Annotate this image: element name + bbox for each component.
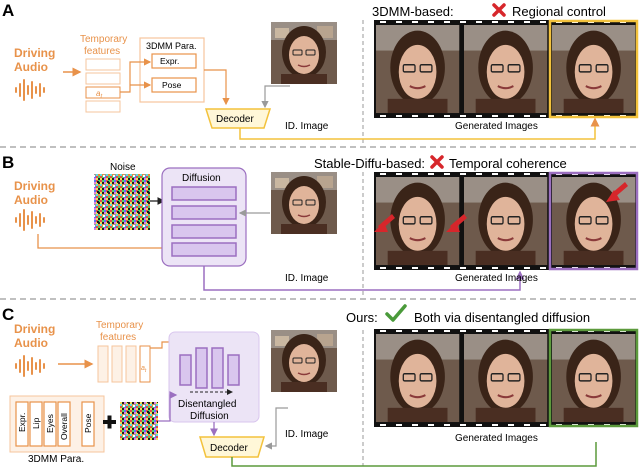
param-lip-label: Lip (31, 417, 41, 429)
highlight-frame (548, 171, 639, 271)
id-caption: ID. Image (285, 273, 329, 284)
temporary-features-label: Temporary (96, 320, 143, 331)
generated-frame-2 (462, 23, 549, 115)
feature-token: at (96, 89, 102, 100)
generated-frame-1 (374, 23, 461, 115)
artifact-arrow-icon (374, 182, 628, 232)
heading-method: Stable-Diffu-based: (314, 156, 425, 171)
temporary-features-label-2: features (84, 46, 120, 57)
cross-icon (492, 3, 506, 17)
feature-stack (97, 345, 151, 383)
id-caption: ID. Image (285, 429, 329, 440)
param-eyes-label: Eyes (45, 414, 55, 433)
audio-waveform-icon (15, 209, 45, 231)
generated-caption: Generated Images (455, 273, 538, 284)
decoder-label: Decoder (210, 443, 248, 454)
driving-audio-label: Driving (14, 322, 55, 336)
feature-to-expr-arrow (120, 58, 152, 93)
temporary-features-label-2: features (100, 332, 136, 343)
driving-audio-label-2: Audio (14, 336, 48, 350)
generated-frame-2 (462, 332, 549, 424)
highlight-frame (548, 328, 639, 428)
audio-waveform-icon (15, 355, 45, 377)
heading-issue: Temporal coherence (449, 156, 567, 171)
generated-caption: Generated Images (455, 121, 538, 132)
driving-audio-label: Driving (14, 46, 55, 60)
panel-label: C (2, 305, 14, 324)
heading-method: 3DMM-based: (372, 4, 454, 19)
diffusion-label: Disentangled (178, 399, 236, 410)
decoder-block (204, 108, 272, 129)
unet-blocks (179, 347, 240, 389)
driving-audio-label: Driving (14, 179, 55, 193)
noise-label: Noise (110, 162, 136, 173)
decoder-block (198, 436, 266, 458)
panel-b: B Driving Audio Noise Diffusion ID. Imag… (2, 153, 639, 291)
3dmm-params-title: 3DMM Para. (146, 41, 197, 51)
feature-stack (85, 58, 121, 113)
diffusion-layers (171, 186, 237, 257)
generated-frame-3 (550, 332, 637, 424)
param-slots (15, 401, 95, 447)
id-image (270, 171, 338, 235)
decoder-to-output-arrow (239, 117, 600, 140)
check-icon (385, 304, 407, 322)
noise-image (94, 174, 150, 230)
highlight-frame (548, 19, 639, 119)
panel-label: B (2, 153, 14, 172)
heading-issue: Regional control (512, 4, 606, 19)
diffusion-to-output-arrow (203, 266, 525, 291)
panel-c: C Driving Audio Temporary features at Di… (2, 304, 639, 467)
id-image (270, 329, 338, 393)
generated-caption: Generated Images (455, 433, 538, 444)
param-expr-label: Expr. (17, 413, 27, 432)
3dmm-params-title: 3DMM Para. (28, 454, 84, 465)
diffusion-label-2: Diffusion (190, 411, 229, 422)
id-to-decoder-arrow (261, 85, 290, 109)
param-overall-label: Overall (59, 413, 69, 440)
panel-label: A (2, 1, 14, 20)
pose-label: Pose (162, 80, 182, 90)
id-image (270, 21, 338, 85)
audio-waveform-icon (15, 79, 45, 101)
heading-method: Ours: (346, 310, 378, 325)
decoder-label: Decoder (216, 114, 254, 125)
id-to-decoder-arrow (264, 407, 288, 450)
heading-issue: Both via disentangled diffusion (414, 310, 590, 325)
expr-slot (151, 53, 197, 69)
generated-frame-3 (550, 23, 637, 115)
param-pose-label: Pose (83, 413, 93, 433)
noise-image (120, 402, 158, 440)
audio-to-diffusion-arrow (37, 234, 172, 252)
temporary-features-label: Temporary (80, 34, 127, 45)
feature-token: at (141, 365, 147, 374)
driving-audio-label-2: Audio (14, 193, 48, 207)
params-to-decoder-arrow (204, 69, 230, 106)
driving-audio-label-2: Audio (14, 60, 48, 74)
pose-slot (151, 77, 197, 93)
generated-frame-2 (462, 175, 549, 267)
expr-label: Expr. (160, 56, 179, 66)
panel-a: A Driving Audio Temporary features at 3D… (2, 1, 639, 140)
cross-icon (430, 155, 444, 169)
id-caption: ID. Image (285, 121, 329, 132)
diffusion-label: Diffusion (182, 173, 221, 184)
noise-to-diffusion-arrow (158, 391, 178, 422)
plus-icon (103, 415, 116, 429)
generated-frame-1 (374, 332, 461, 424)
decoder-to-output-arrow (231, 442, 597, 467)
